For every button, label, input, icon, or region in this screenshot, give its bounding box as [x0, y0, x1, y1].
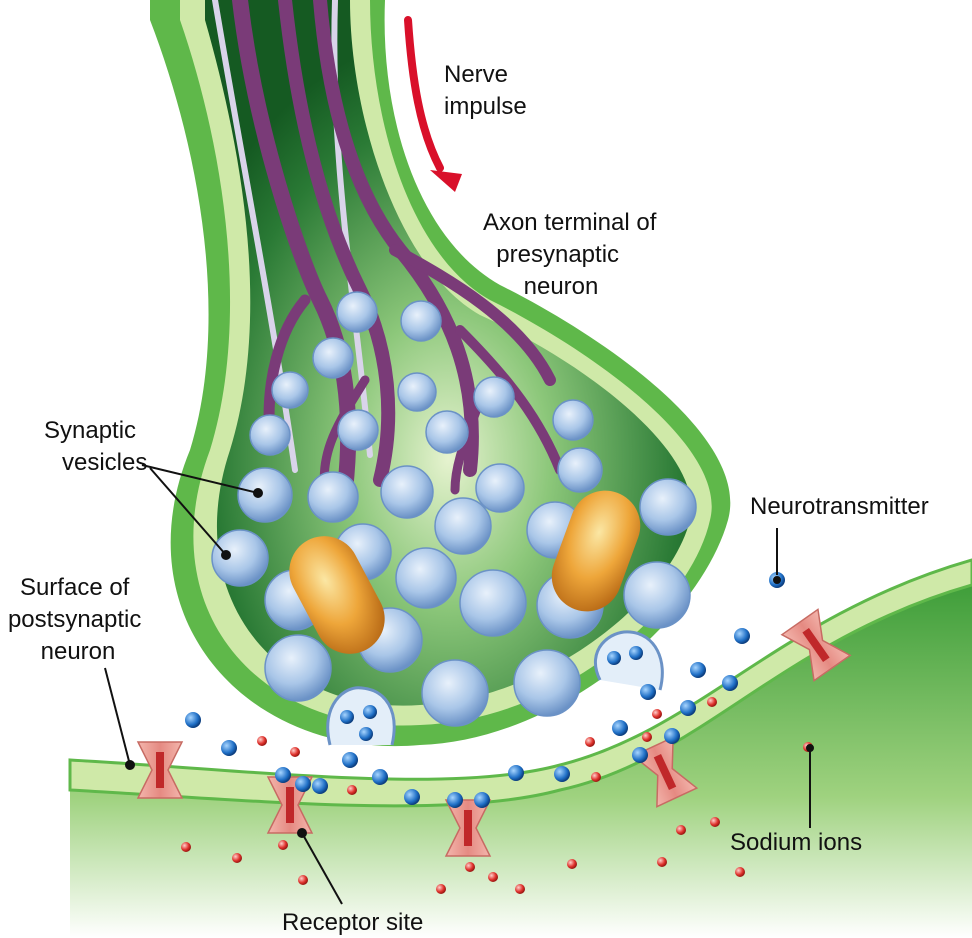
label-synaptic-vesicles-line1: Synaptic — [44, 417, 136, 444]
fusing-vesicles — [326, 630, 664, 746]
label-surface-postsynaptic: Surface of postsynaptic neuron — [8, 574, 148, 665]
label-nerve-impulse: Nerve impulse — [444, 61, 527, 120]
label-axon-terminal-line3: neuron — [524, 273, 599, 300]
label-surface-postsynaptic-line1: Surface of — [20, 574, 130, 601]
label-sodium-ions: Sodium ions — [730, 829, 862, 856]
leader-lines — [104, 464, 814, 905]
nerve-impulse-arrow — [404, 16, 462, 192]
label-neurotransmitter: Neurotransmitter — [750, 493, 929, 520]
label-surface-postsynaptic-line2: postsynaptic — [8, 606, 141, 633]
label-axon-terminal-line1: Axon terminal of — [483, 209, 657, 236]
label-receptor-site: Receptor site — [282, 909, 423, 936]
mitochondria — [289, 490, 641, 654]
sodium-ions — [181, 697, 813, 894]
label-axon-terminal-line2: presynaptic — [496, 241, 619, 268]
label-nerve-impulse-line1: Nerve — [444, 61, 508, 88]
cytoskeleton-filaments — [212, 0, 565, 498]
label-axon-terminal: Axon terminal of presynaptic neuron — [483, 209, 663, 300]
neurotransmitter-molecules — [185, 572, 785, 808]
label-nerve-impulse-line2: impulse — [444, 93, 527, 120]
label-surface-postsynaptic-line3: neuron — [41, 638, 116, 665]
label-synaptic-vesicles: Synaptic vesicles — [44, 417, 147, 476]
synaptic-vesicles — [211, 291, 697, 727]
label-synaptic-vesicles-line2: vesicles — [62, 449, 147, 476]
labels: Nerve impulse Axon terminal of presynapt… — [8, 61, 929, 936]
